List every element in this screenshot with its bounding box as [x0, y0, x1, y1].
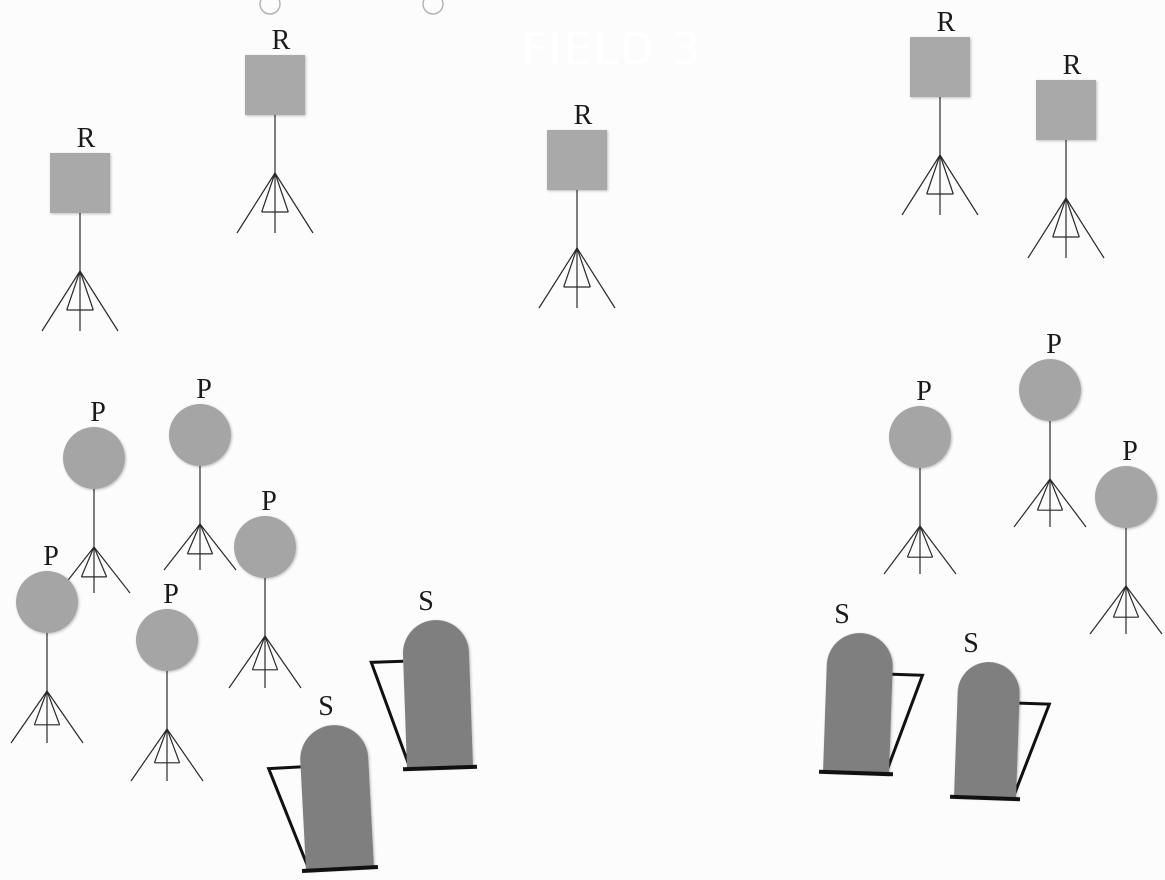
field-title-watermark: FIELD 3 — [522, 24, 702, 75]
arch-target-3: S — [819, 599, 924, 775]
circle-target-1: P — [58, 397, 130, 593]
rect-target-letter: R — [77, 123, 96, 154]
rect-target-letter: R — [1063, 50, 1082, 81]
circle-target-3: P — [229, 486, 301, 688]
arch-target-2: S — [370, 586, 477, 770]
round-target-face — [63, 427, 125, 489]
round-target-face — [889, 406, 951, 468]
rect-target-stand — [42, 213, 118, 331]
square-target-face — [910, 37, 970, 97]
round-target-face — [169, 404, 231, 466]
top-icons — [260, 0, 443, 14]
top-icon-left — [260, 0, 280, 14]
arch-support-frame — [887, 674, 922, 771]
circle-target-stand — [131, 671, 203, 781]
rect-target-letter: R — [272, 25, 291, 56]
round-target-face — [16, 571, 78, 633]
circle-target-stand — [1090, 528, 1162, 634]
round-target-face — [136, 609, 198, 671]
square-target-face — [50, 153, 110, 213]
arch-target-body — [950, 661, 1051, 800]
circle-target-letter: P — [1122, 436, 1138, 467]
circle-target-stand — [164, 466, 236, 570]
rect-target-letter: R — [574, 100, 593, 131]
circle-target-letter: P — [1046, 329, 1062, 360]
rect-target-stand — [902, 97, 978, 215]
rect-target-stand — [1028, 140, 1104, 258]
arch-target-letter: S — [834, 599, 850, 630]
arch-target-body — [267, 723, 378, 872]
round-target-face — [1095, 466, 1157, 528]
arch-target-1: S — [267, 691, 378, 872]
rect-target-3: R — [539, 100, 615, 308]
circle-target-8: P — [1090, 436, 1162, 634]
circle-target-letter: P — [916, 376, 932, 407]
square-target-face — [547, 130, 607, 190]
circle-target-4: P — [11, 541, 83, 743]
rect-target-stand — [237, 115, 313, 233]
arch-target-body — [370, 619, 477, 770]
top-icon-right — [423, 0, 443, 14]
circle-target-letter: P — [43, 541, 59, 572]
square-target-face — [245, 55, 305, 115]
circle-target-stand — [884, 468, 956, 574]
arch-target-body — [819, 632, 924, 775]
arch-target-4: S — [950, 628, 1051, 800]
arch-target-letter: S — [418, 586, 434, 617]
circle-target-stand — [58, 489, 130, 593]
arch-target-face — [823, 632, 894, 774]
circle-target-letter: P — [196, 374, 212, 405]
rect-target-5: R — [1028, 50, 1104, 258]
arch-support-frame — [371, 661, 409, 766]
circle-target-7: P — [1014, 329, 1086, 527]
arch-target-face — [402, 619, 473, 769]
circle-target-letter: P — [163, 579, 179, 610]
round-target-face — [1019, 359, 1081, 421]
arch-target-face — [954, 661, 1021, 799]
arch-base-line — [819, 772, 893, 775]
circle-target-stand — [229, 578, 301, 688]
arch-target-face — [299, 723, 374, 870]
rect-target-stand — [539, 190, 615, 308]
arch-target-letter: S — [963, 628, 979, 659]
circle-target-stand — [11, 633, 83, 743]
rect-target-2: R — [237, 25, 313, 233]
square-target-face — [1036, 80, 1096, 140]
circle-target-2: P — [164, 374, 236, 570]
arch-base-line — [950, 797, 1020, 799]
rect-target-1: R — [42, 123, 118, 331]
circle-target-letter: P — [261, 486, 277, 517]
objects-layer: R R R R R P P P P P P P P S S S S — [11, 7, 1162, 872]
arch-base-line — [403, 767, 477, 770]
rect-target-4: R — [902, 7, 978, 215]
circle-target-6: P — [884, 376, 956, 574]
circle-target-5: P — [131, 579, 203, 781]
circle-target-stand — [1014, 421, 1086, 527]
circle-target-letter: P — [90, 397, 106, 428]
arch-support-frame — [1014, 703, 1049, 796]
arch-target-letter: S — [318, 691, 334, 722]
round-target-face — [234, 516, 296, 578]
rect-target-letter: R — [937, 7, 956, 38]
